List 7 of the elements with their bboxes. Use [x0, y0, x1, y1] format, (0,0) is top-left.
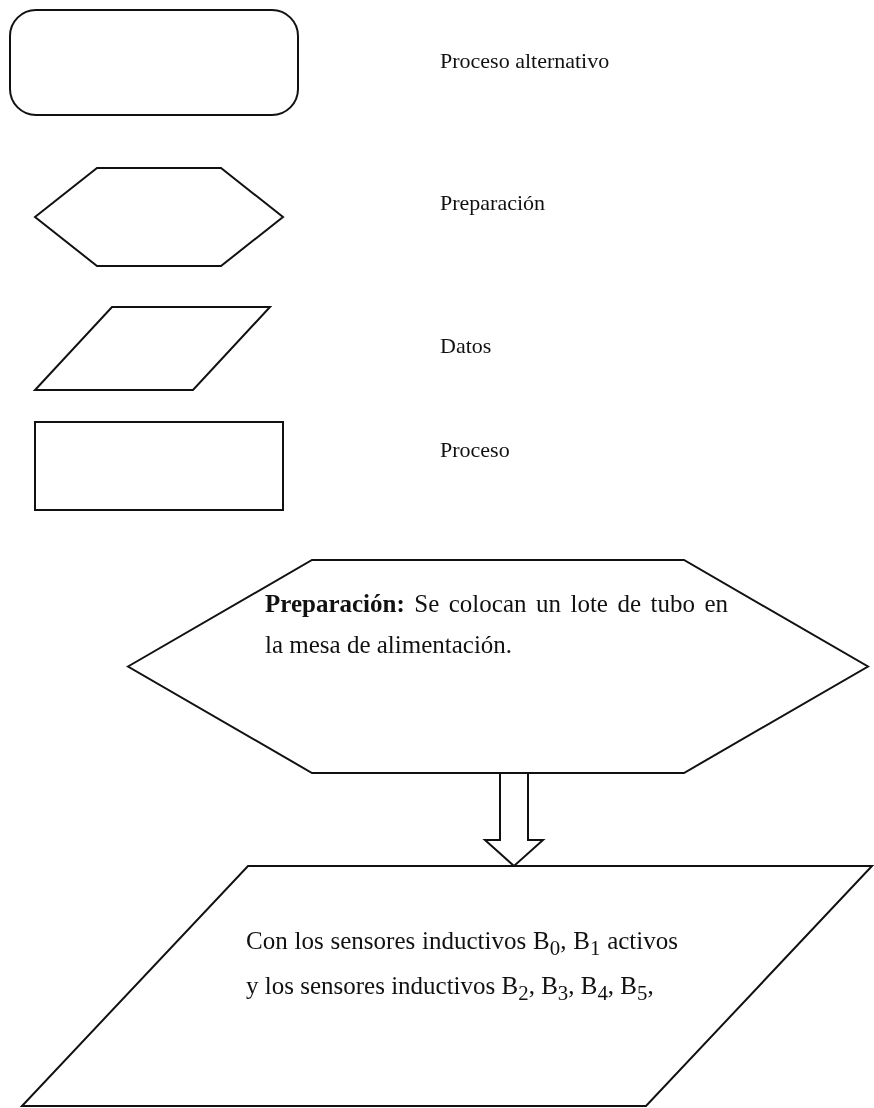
shape-legend-label: Preparación	[440, 190, 546, 216]
shape-legend-label: Proceso	[440, 437, 510, 463]
shape-legend-label: Datos	[440, 333, 492, 359]
shape-text: Con los sensores inductivos B$_{0}$, B$_{1}$ activos y los sensores inductivos B$_{2}$, B$_{3}$, B$_{4}$, B$_{5}$,	[246, 926, 678, 1007]
shape-text: Preparación: Se colocan un lote de tubo en la mesa de alimentación.	[265, 589, 728, 660]
shape-legend-label: Proceso alternativo	[440, 48, 610, 74]
block-arrow	[482, 772, 546, 868]
